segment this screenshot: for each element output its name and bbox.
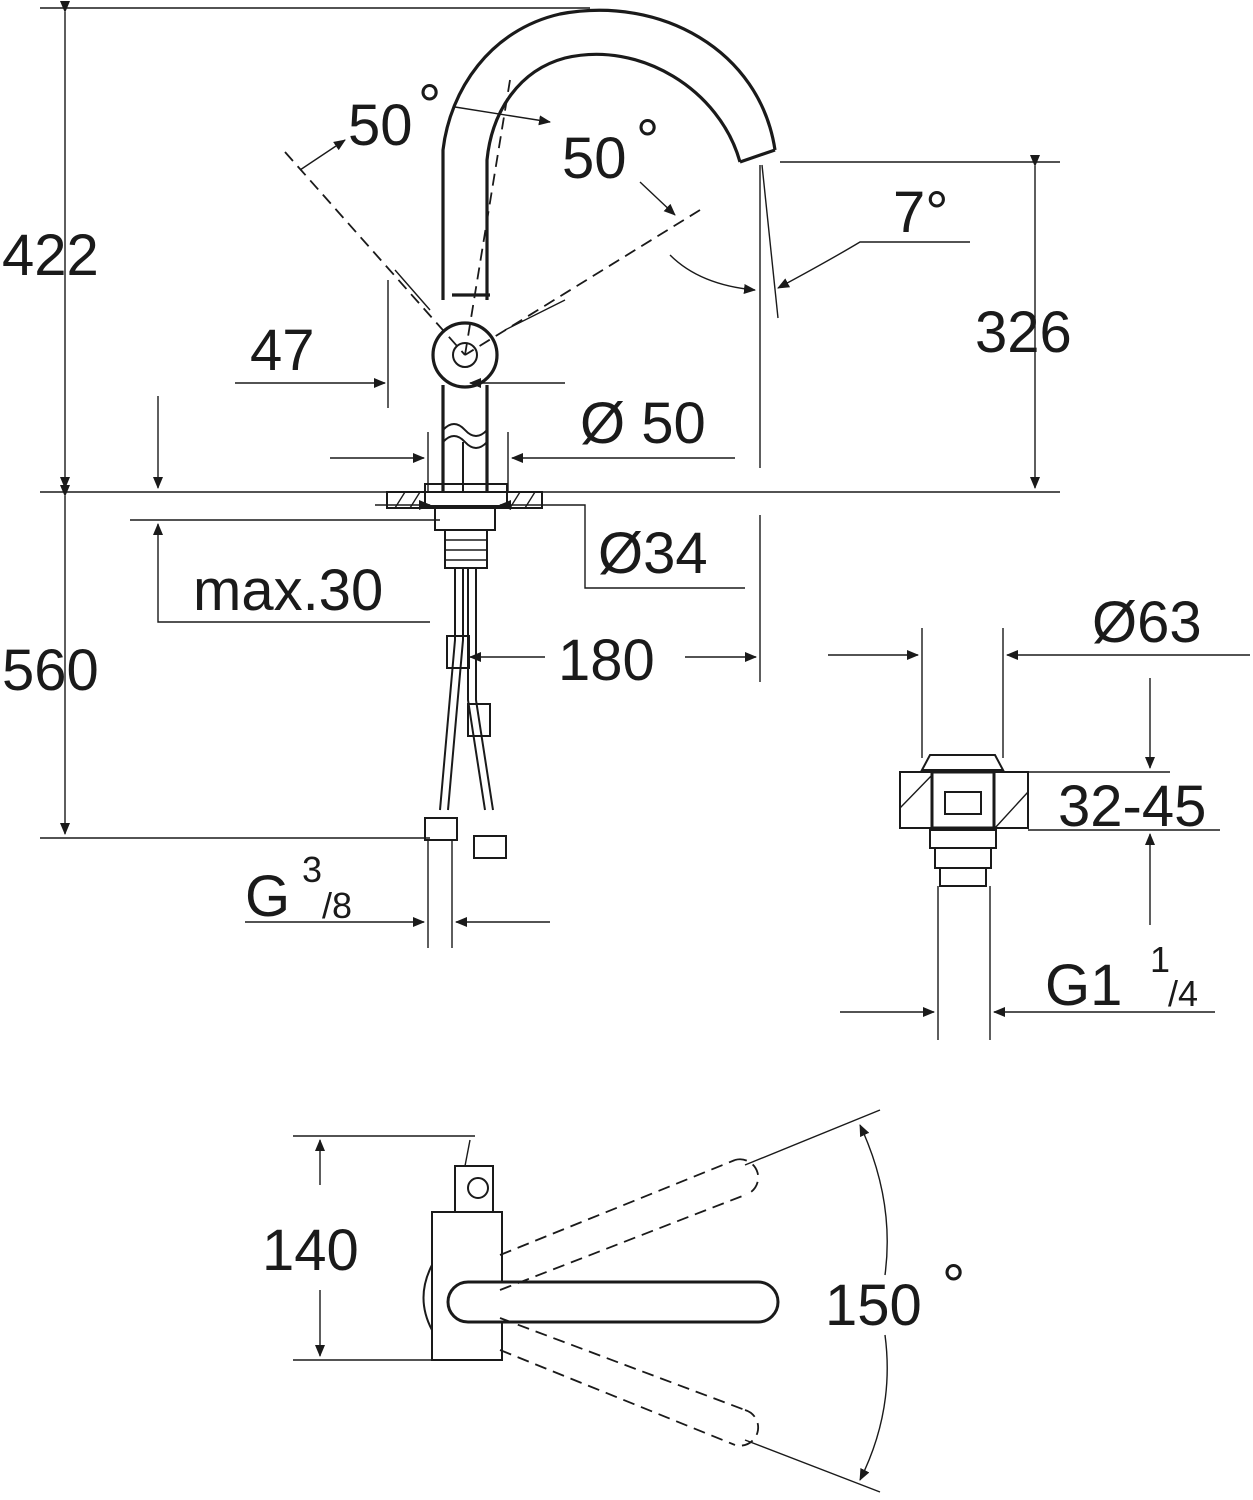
label-hose-thread-letter: G (245, 864, 290, 929)
dim-50-top-arrow (454, 106, 551, 126)
top-angle-ext-upper (744, 1109, 881, 1166)
dim-o34-right-leader (499, 500, 745, 589)
body-break-1 (442, 423, 488, 437)
hose-right-b (475, 568, 494, 811)
top-lever-ghost-upper-tip (734, 1158, 760, 1196)
label-waste-diameter: Ø63 (1092, 590, 1202, 655)
waste-nut-1 (929, 829, 997, 849)
shank (444, 529, 488, 569)
waste-nut-2 (934, 847, 992, 869)
label-lever-offset: 47 (250, 318, 315, 383)
dim-150-arc-upper (859, 1124, 888, 1276)
basin-hatch-2 (994, 791, 1029, 829)
spout-outer-outline (441, 8, 777, 300)
label-body-diameter: Ø 50 (580, 391, 706, 456)
label-hose-thread-num: 3 (302, 849, 322, 890)
top-body-curve (422, 1264, 433, 1331)
label-waste-thread-num: 1 (1150, 939, 1170, 980)
waste-slot (944, 791, 982, 815)
label-spout-height: 326 (975, 300, 1072, 365)
hose-right-fitting (467, 703, 491, 737)
dim-150-arc-lower (859, 1334, 888, 1481)
label-spout-angle: 7° (893, 180, 948, 245)
top-lever-ghost-upper-b (499, 1194, 746, 1291)
label-rotation-degree: ° (942, 1253, 965, 1318)
top-lever-ghost-lower-a (499, 1317, 746, 1411)
top-view (293, 1109, 888, 1493)
label-rotation-angle: 150 (825, 1273, 922, 1338)
top-cartridge-circle (467, 1177, 489, 1199)
label-basin-thickness: 32-45 (1058, 774, 1206, 839)
label-lever-depth: 140 (262, 1218, 359, 1283)
hose-left-nut (424, 817, 458, 841)
label-hose-thread-den: /8 (322, 885, 352, 926)
top-lever-ghost-upper-a (499, 1159, 736, 1256)
waste-cap (920, 754, 1005, 771)
faucet-side-view (284, 8, 777, 859)
label-angle-right: 50 (562, 126, 627, 191)
mounting-nut (434, 505, 496, 531)
lever-hub-center (452, 342, 478, 368)
top-lever-ghost-lower-b (499, 1349, 736, 1446)
body-break-2 (442, 435, 488, 449)
label-spout-reach: 180 (558, 628, 655, 693)
dim-max30-bottom-arrow (153, 523, 430, 623)
labels: 50 ° 50 ° 7° 422 326 47 Ø 50 Ø34 max.30 … (2, 73, 1206, 1338)
label-deck-thickness: max.30 (193, 558, 383, 623)
label-angle-left: 50 (348, 93, 413, 158)
label-waste-thread-den: /4 (1168, 973, 1198, 1014)
spout-inner-outline (485, 52, 742, 300)
dim-7deg-arc (669, 254, 756, 294)
waste-view (828, 628, 1250, 1040)
label-waste-thread-main: G1 (1045, 953, 1122, 1018)
spout-angle-line (761, 164, 779, 319)
top-angle-ext-lower (744, 1439, 881, 1493)
faucet-dimensions (40, 1, 1060, 948)
waste-body (930, 770, 996, 830)
label-hole-diameter: Ø34 (598, 521, 708, 586)
lever-center-axis (464, 79, 511, 356)
label-angle-left-degree: ° (418, 73, 441, 138)
label-below-deck: 560 (2, 638, 99, 703)
lever-left-rotation (284, 151, 466, 356)
dim-50-right-arrow (639, 181, 676, 216)
lever-right-ghost (504, 299, 566, 331)
top-cartridge (454, 1165, 494, 1213)
dim-50-left-arrow (299, 139, 346, 171)
label-total-height: 422 (2, 223, 99, 288)
dim-7deg-leader (777, 241, 970, 289)
hose-left-fitting (446, 635, 470, 669)
top-hot-marker (464, 1139, 471, 1167)
hose-left-a (439, 568, 456, 811)
top-lever (446, 1280, 780, 1324)
waste-nut-3 (939, 867, 987, 887)
lever-right-rotation (464, 209, 701, 356)
lever-left-ghost (394, 269, 431, 311)
hose-left-b (447, 568, 464, 811)
spout-outlet (739, 148, 776, 164)
basin-hatch-1 (899, 771, 936, 809)
hose-right-a (467, 568, 486, 811)
lever-hub (431, 321, 499, 389)
label-angle-right-degree: ° (636, 108, 659, 173)
hose-right-nut (473, 835, 507, 859)
mounting-plate (424, 483, 508, 507)
top-lever-ghost-lower-tip (734, 1409, 760, 1447)
